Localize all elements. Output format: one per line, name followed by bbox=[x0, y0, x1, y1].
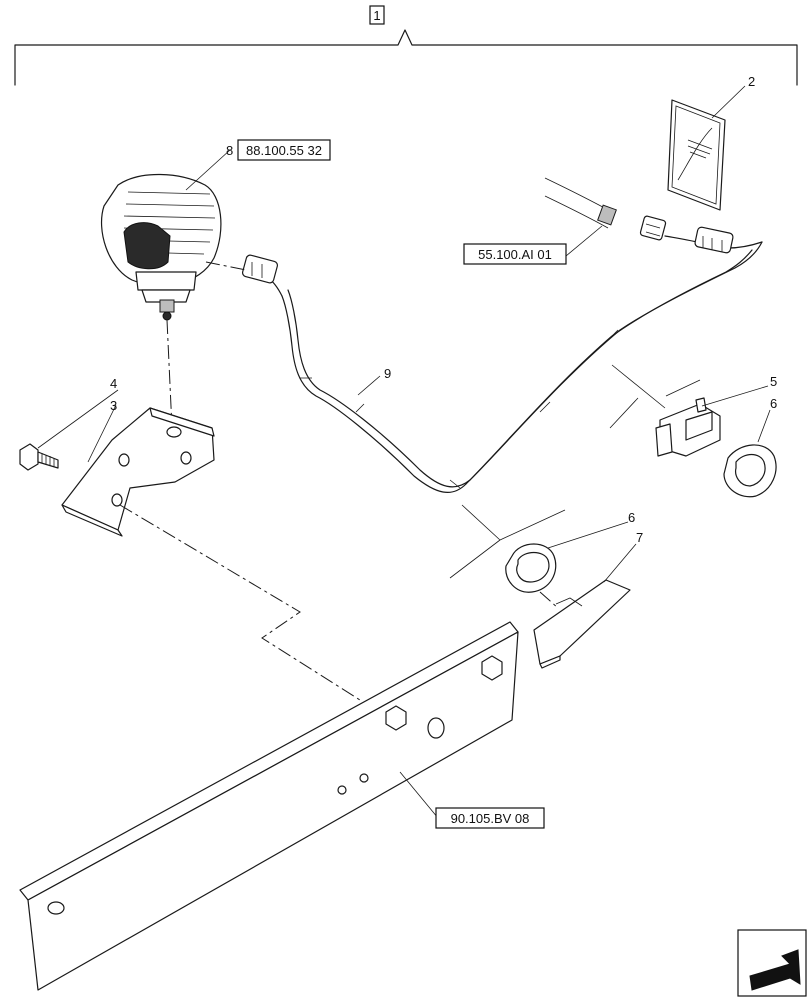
callout-assembly[interactable]: 1 bbox=[369, 5, 385, 25]
callout-assembly-label: 1 bbox=[373, 8, 380, 23]
callout-bracket: 3 bbox=[110, 398, 117, 413]
plate-reference-label: 90.105.BV 08 bbox=[451, 811, 530, 826]
protective-cover[interactable] bbox=[533, 579, 631, 669]
callout-clip: 5 bbox=[770, 374, 777, 389]
callout-grommet-lower: 6 bbox=[628, 510, 635, 525]
harness-reference-label: 55.100.AI 01 bbox=[478, 247, 552, 262]
manual-booklet[interactable] bbox=[667, 99, 726, 211]
callout-manual: 2 bbox=[748, 74, 755, 89]
callout-grommet-right: 6 bbox=[770, 396, 777, 411]
mounting-plate[interactable] bbox=[19, 621, 519, 991]
lamp-reference-box[interactable]: 88.100.55 32 bbox=[237, 139, 331, 161]
harness-reference-box[interactable]: 55.100.AI 01 bbox=[463, 243, 567, 265]
mounting-bracket[interactable] bbox=[61, 407, 215, 537]
assembly-bracket bbox=[14, 29, 798, 86]
harness-main-stub bbox=[544, 177, 667, 241]
work-lamp[interactable] bbox=[100, 173, 222, 321]
lamp-reference-label: 88.100.55 32 bbox=[246, 143, 322, 158]
callout-lamp: 8 bbox=[226, 143, 233, 158]
previous-page-arrow-icon[interactable] bbox=[737, 929, 807, 997]
callout-cover: 7 bbox=[636, 530, 643, 545]
hex-bolt[interactable] bbox=[19, 443, 59, 471]
cable-clip[interactable] bbox=[655, 397, 721, 457]
rubber-grommet-right[interactable] bbox=[723, 444, 777, 498]
wiring-harness[interactable] bbox=[241, 226, 763, 493]
callout-bolt: 4 bbox=[110, 376, 117, 391]
callout-harness: 9 bbox=[384, 366, 391, 381]
rubber-grommet-lower[interactable] bbox=[505, 543, 557, 593]
plate-reference-box[interactable]: 90.105.BV 08 bbox=[435, 807, 545, 829]
